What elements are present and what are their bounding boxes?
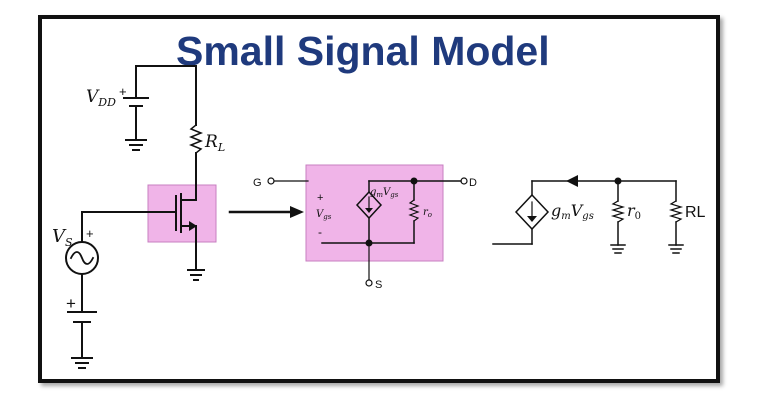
- ro-label: ro: [423, 207, 432, 219]
- vdd-label: VDD: [86, 87, 116, 109]
- ground-icon: [71, 357, 93, 369]
- drain-label: D: [469, 177, 477, 189]
- vdd-plus: +: [119, 84, 127, 99]
- mosfet-icon: [175, 193, 197, 271]
- page-title: Small Signal Model: [176, 28, 550, 74]
- arrow-right-icon: [228, 206, 304, 218]
- resistor-icon: [188, 123, 204, 155]
- gate-label: G: [253, 177, 262, 189]
- resistor-icon: [408, 199, 420, 222]
- battery-icon: [67, 311, 97, 359]
- battery-icon: [123, 65, 197, 141]
- gm-vgs-label: gmVgs: [370, 187, 399, 199]
- vgs-plus: +: [317, 192, 323, 204]
- vs-label: VS: [52, 226, 73, 249]
- middle-model: [267, 164, 468, 287]
- r0-label: r0: [627, 201, 641, 222]
- vs-plus: +: [86, 226, 94, 241]
- rl-label: RL: [204, 132, 225, 154]
- source-label: S: [375, 279, 382, 291]
- ground-icon: [668, 244, 684, 254]
- ground-icon: [125, 139, 147, 151]
- right-model: [492, 175, 684, 254]
- resistor-icon: [610, 200, 626, 223]
- vgs-label: Vgs: [316, 209, 332, 221]
- rl-label-right: RL: [685, 204, 706, 221]
- ground-icon: [610, 244, 626, 254]
- ground-icon: [187, 269, 205, 281]
- resistor-icon: [668, 200, 684, 223]
- vgs-minus: -: [318, 225, 322, 239]
- battery-plus: +: [66, 294, 76, 313]
- left-circuit: [65, 65, 217, 369]
- gm-vgs-label-right: gmVgs: [551, 201, 594, 222]
